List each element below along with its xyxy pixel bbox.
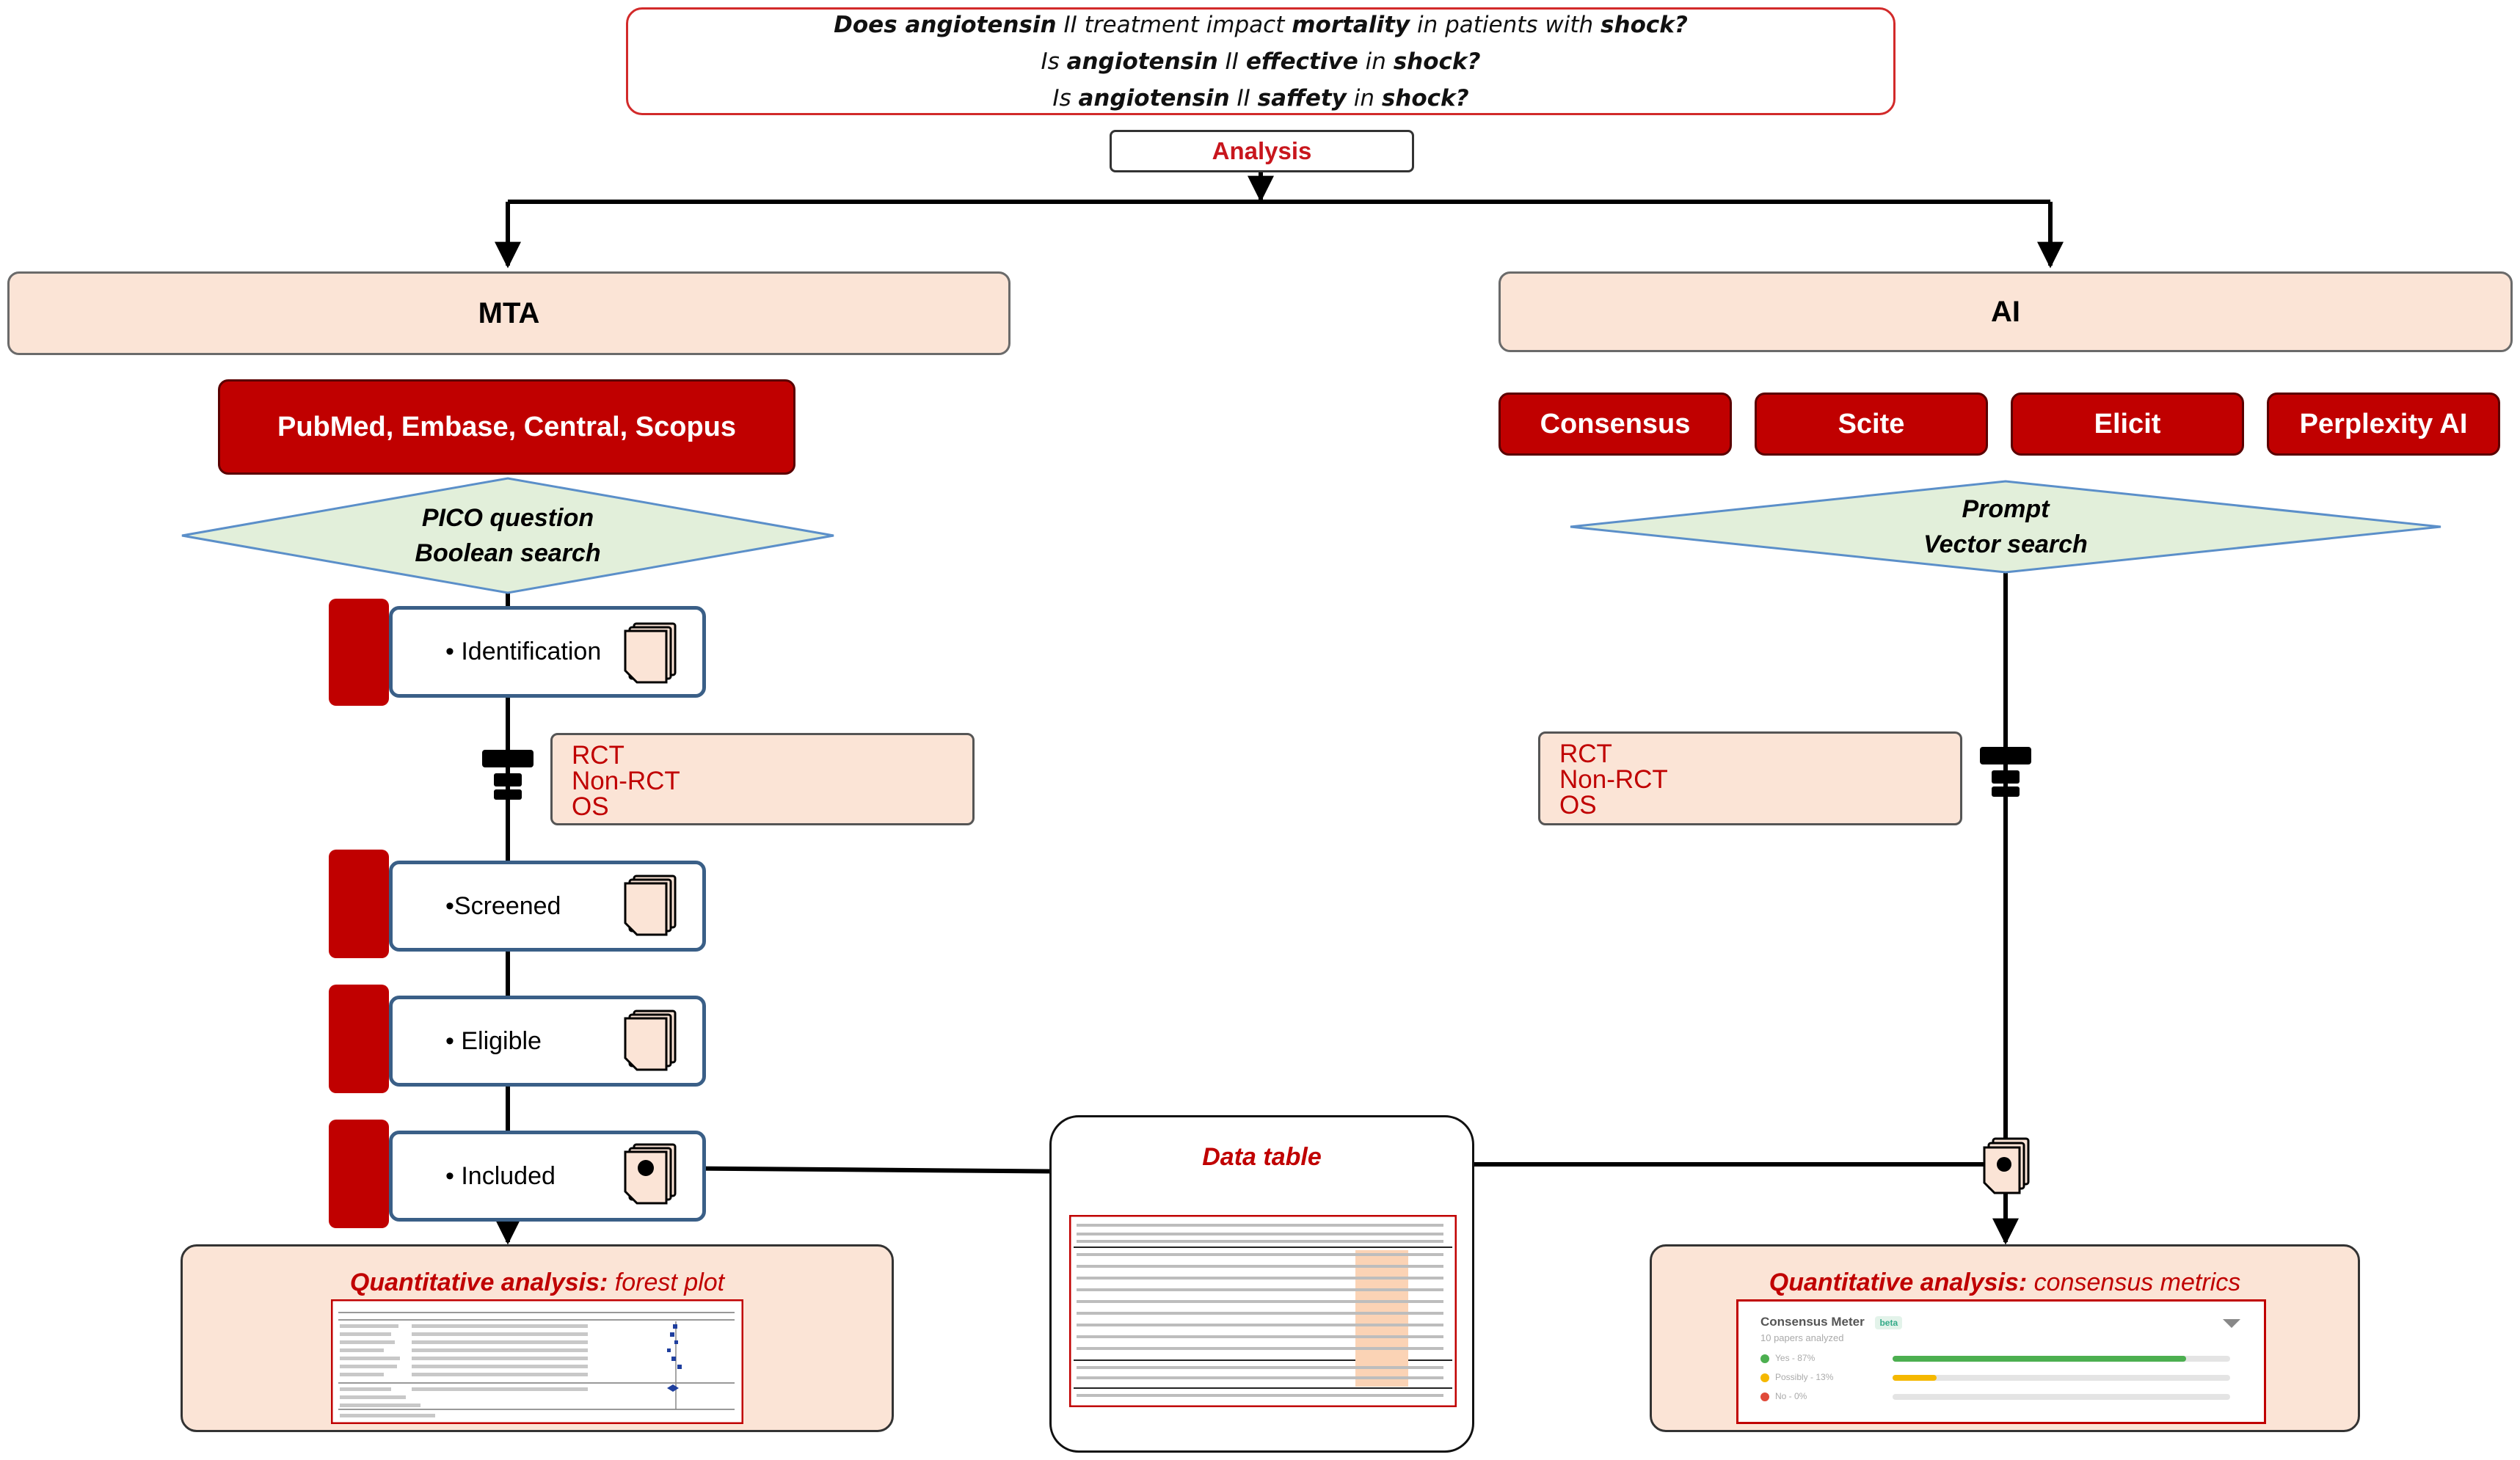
quantitative-analysis-mta: Quantitative analysis: forest plot bbox=[181, 1244, 894, 1432]
data-table-panel: Data table bbox=[1049, 1115, 1474, 1453]
question-line-3: Is angiotensin II saffety in shock? bbox=[1052, 84, 1469, 112]
research-question-box: Does angiotensin II treatment impact mor… bbox=[626, 7, 1896, 115]
data-table-thumbnail bbox=[1069, 1215, 1457, 1407]
stage-tab bbox=[329, 985, 389, 1093]
data-table-title: Data table bbox=[1202, 1143, 1322, 1171]
study-type: RCT bbox=[572, 741, 624, 770]
question-line-2: Is angiotensin II effective in shock? bbox=[1041, 48, 1481, 75]
study-type: OS bbox=[1559, 791, 1597, 820]
diamond-line-2: Boolean search bbox=[415, 539, 601, 567]
study-type: Non-RCT bbox=[572, 767, 680, 795]
document-stack-icon bbox=[624, 1143, 677, 1205]
study-types-mta: RCT Non-RCT OS bbox=[550, 733, 975, 825]
meter-dot bbox=[1760, 1393, 1769, 1401]
prompt-diamond: Prompt Vector search bbox=[1785, 490, 2226, 563]
chevron-down-icon bbox=[2223, 1319, 2240, 1328]
study-type: Non-RCT bbox=[1559, 765, 1668, 794]
document-stack-icon bbox=[624, 1010, 677, 1071]
stage-label: • Identification bbox=[445, 638, 602, 665]
prompt-diamond-shape bbox=[1570, 480, 2441, 574]
stage-label: •Screened bbox=[445, 891, 561, 920]
document-stack-icon bbox=[624, 875, 677, 936]
filter-icon-ai bbox=[1980, 747, 2031, 797]
meter-bar-fill bbox=[1893, 1375, 1937, 1381]
ai-header: AI bbox=[1498, 271, 2513, 352]
stage-label: • Included bbox=[445, 1161, 556, 1190]
tool-perplexity-ai: Perplexity AI bbox=[2267, 393, 2500, 456]
meter-dot bbox=[1760, 1354, 1769, 1363]
study-type: OS bbox=[572, 792, 609, 821]
tool-consensus: Consensus bbox=[1498, 393, 1732, 456]
qa-title-ai: Quantitative analysis: consensus metrics bbox=[1769, 1269, 2241, 1296]
stage-tab bbox=[329, 1120, 389, 1228]
meter-label: No - 0% bbox=[1775, 1391, 1807, 1401]
diamond-line-1: Prompt bbox=[1962, 495, 2050, 523]
consensus-meter-card: Consensus Meter beta 10 papers analyzed … bbox=[1736, 1299, 2266, 1424]
study-types-ai: RCT Non-RCT OS bbox=[1538, 731, 1962, 825]
study-type: RCT bbox=[1559, 740, 1612, 768]
meter-bar-track bbox=[1893, 1375, 2230, 1381]
connector-dot-ai bbox=[1997, 1157, 2011, 1172]
meter-bar-fill bbox=[1893, 1356, 2186, 1362]
mta-header: MTA bbox=[7, 271, 1010, 355]
tool-scite: Scite bbox=[1755, 393, 1988, 456]
meter-title: Consensus Meter beta bbox=[1760, 1315, 1903, 1329]
meter-dot bbox=[1760, 1373, 1769, 1382]
filter-icon-mta bbox=[482, 750, 534, 800]
meter-badge: beta bbox=[1875, 1316, 1903, 1329]
document-stack-icon bbox=[624, 622, 677, 684]
pico-diamond: PICO question Boolean search bbox=[329, 499, 687, 572]
quantitative-analysis-ai: Quantitative analysis: consensus metrics… bbox=[1650, 1244, 2360, 1432]
diamond-line-1: PICO question bbox=[421, 504, 594, 532]
stage-label: • Eligible bbox=[445, 1026, 542, 1055]
meter-bar-track bbox=[1893, 1394, 2230, 1400]
pico-diamond-shape bbox=[181, 477, 834, 594]
qa-title-mta: Quantitative analysis: forest plot bbox=[349, 1269, 725, 1296]
diamond-line-2: Vector search bbox=[1923, 530, 2088, 558]
stage-tab bbox=[329, 599, 389, 706]
forest-plot-thumbnail bbox=[331, 1299, 743, 1424]
databases-button: PubMed, Embase, Central, Scopus bbox=[218, 379, 795, 475]
meter-label: Yes - 87% bbox=[1775, 1353, 1816, 1363]
meter-subtitle: 10 papers analyzed bbox=[1760, 1332, 1844, 1343]
stage-tab bbox=[329, 850, 389, 958]
question-line-1: Does angiotensin II treatment impact mor… bbox=[834, 11, 1688, 38]
meter-label: Possibly - 13% bbox=[1775, 1372, 1834, 1382]
analysis-box: Analysis bbox=[1110, 130, 1414, 172]
tool-elicit: Elicit bbox=[2011, 393, 2244, 456]
